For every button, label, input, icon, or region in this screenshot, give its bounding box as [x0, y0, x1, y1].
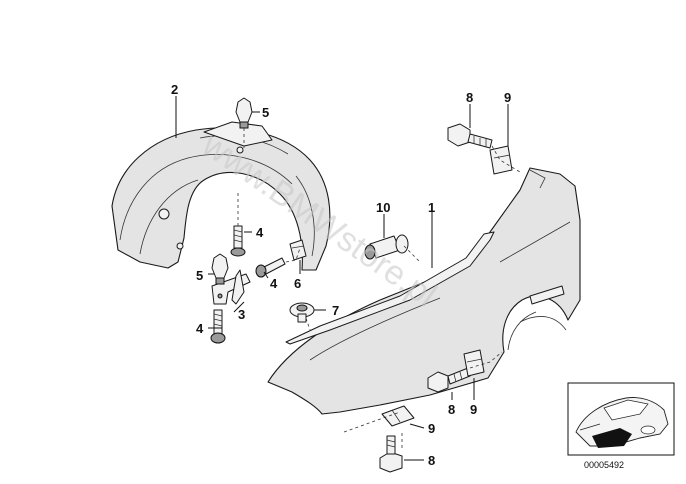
callout-labels: 2 5 4 5 4 6 3 7 4 10 1 8 9 8 9 9 8 — [171, 82, 511, 468]
callout-6: 6 — [294, 276, 301, 291]
callout-4-lower: 4 — [196, 321, 204, 336]
callout-7: 7 — [332, 303, 339, 318]
callout-2: 2 — [171, 82, 178, 97]
hex-bolt-upper — [447, 123, 493, 149]
clip-upper — [235, 97, 253, 129]
fastening-lines — [237, 128, 521, 448]
expansion-rivet — [364, 234, 409, 260]
callout-9-middle: 9 — [470, 402, 477, 417]
callout-1: 1 — [428, 200, 435, 215]
callout-8-lower: 8 — [428, 453, 435, 468]
clip-lower — [211, 253, 229, 285]
callout-4-upper: 4 — [256, 225, 264, 240]
screw-middle — [255, 257, 286, 278]
bracket — [211, 269, 251, 305]
callout-8-middle: 8 — [448, 402, 455, 417]
wheel-arch-liner — [111, 121, 331, 271]
clip-nut-lower — [381, 405, 415, 427]
callout-8-upper: 8 — [466, 90, 473, 105]
hex-bolt-lower — [379, 435, 403, 473]
callout-10: 10 — [376, 200, 390, 215]
callout-5-upper: 5 — [262, 105, 269, 120]
screw-lower — [210, 309, 226, 344]
car-silhouette-icon — [575, 397, 669, 448]
callout-5-lower: 5 — [196, 268, 203, 283]
callout-9-upper: 9 — [504, 90, 511, 105]
location-inset: 00005492 — [567, 382, 675, 470]
hex-bolt-middle — [427, 367, 471, 393]
callout-9-lower: 9 — [428, 421, 435, 436]
clip-nut-upper — [489, 145, 513, 175]
clip-nut-middle — [463, 349, 485, 377]
plastic-nut — [289, 302, 315, 323]
reference-code: 00005492 — [584, 460, 624, 470]
leader-lines — [175, 96, 509, 461]
nut-clip-6 — [289, 239, 307, 261]
screw-upper — [230, 225, 246, 257]
callout-4-middle: 4 — [270, 276, 278, 291]
callout-3: 3 — [238, 307, 245, 322]
